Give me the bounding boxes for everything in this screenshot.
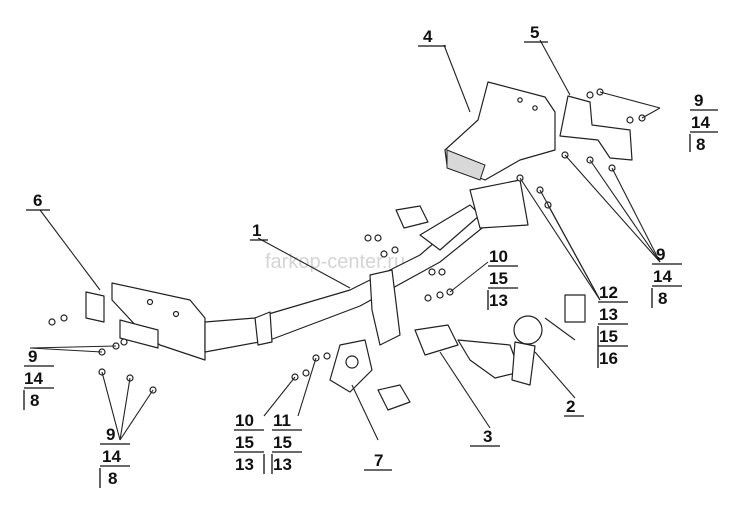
stack-left-low-mid: 14 <box>102 447 121 466</box>
stack-left-low-bot: 8 <box>108 469 117 488</box>
right-bracket <box>444 81 556 181</box>
callout-stack-bottom-a: 10 15 13 <box>234 411 265 474</box>
stack-right-top: 9 <box>694 91 703 110</box>
stack-bl-a-bot: 13 <box>235 455 254 474</box>
stack-bl-b-top: 11 <box>273 411 291 430</box>
stack-bolts-1: 12 <box>599 283 618 302</box>
leader-lines <box>29 39 661 441</box>
callout-stack-right-low: 9 14 8 <box>651 245 682 308</box>
callout-stack-mid: 10 15 13 <box>487 247 518 310</box>
stack-right-low-bot: 8 <box>658 289 667 308</box>
stack-mid-bot: 13 <box>489 291 508 310</box>
label-4: 4 <box>423 27 433 46</box>
stack-bolts-4: 16 <box>599 349 618 368</box>
callout-stack-left: 9 14 8 <box>23 347 54 410</box>
stack-bl-a-mid: 15 <box>235 433 254 452</box>
left-bracket <box>85 282 206 361</box>
tow-ball <box>511 294 586 386</box>
ball-mount <box>414 324 521 379</box>
stack-right-mid: 14 <box>691 113 710 132</box>
stack-mid-mid: 15 <box>489 269 508 288</box>
stack-bolts-3: 15 <box>599 327 618 346</box>
stack-bl-b-bot: 13 <box>273 455 292 474</box>
stack-right-bot: 8 <box>696 135 705 154</box>
stack-mid-top: 10 <box>489 247 508 266</box>
stack-left-mid: 14 <box>24 369 43 388</box>
callout-stack-bolts: 12 13 15 16 <box>597 283 628 368</box>
callout-stack-left-low: 9 14 8 <box>99 425 130 488</box>
mount-plate <box>559 95 633 161</box>
callout-stack-right: 9 14 8 <box>689 91 718 154</box>
stack-right-low-top: 9 <box>656 245 665 264</box>
crossbar <box>204 179 529 353</box>
stack-left-bot: 8 <box>30 391 39 410</box>
stack-left-low-top: 9 <box>106 425 115 444</box>
label-1: 1 <box>252 221 261 240</box>
fasteners <box>48 88 646 394</box>
label-2: 2 <box>566 397 575 416</box>
stack-bl-b-mid: 15 <box>273 433 292 452</box>
socket-plate <box>329 339 411 411</box>
stack-right-low-mid: 14 <box>653 267 672 286</box>
label-3: 3 <box>483 427 492 446</box>
stack-left-top: 9 <box>28 347 37 366</box>
callout-labels: 1 2 3 4 5 6 7 <box>26 23 584 471</box>
label-5: 5 <box>530 23 539 42</box>
watermark: farkop-center.ru <box>265 251 405 273</box>
stack-bolts-2: 13 <box>599 305 618 324</box>
label-6: 6 <box>33 191 42 210</box>
stack-bl-a-top: 10 <box>235 411 254 430</box>
callout-stack-bottom-b: 11 15 13 <box>271 411 302 474</box>
label-7: 7 <box>374 451 383 470</box>
